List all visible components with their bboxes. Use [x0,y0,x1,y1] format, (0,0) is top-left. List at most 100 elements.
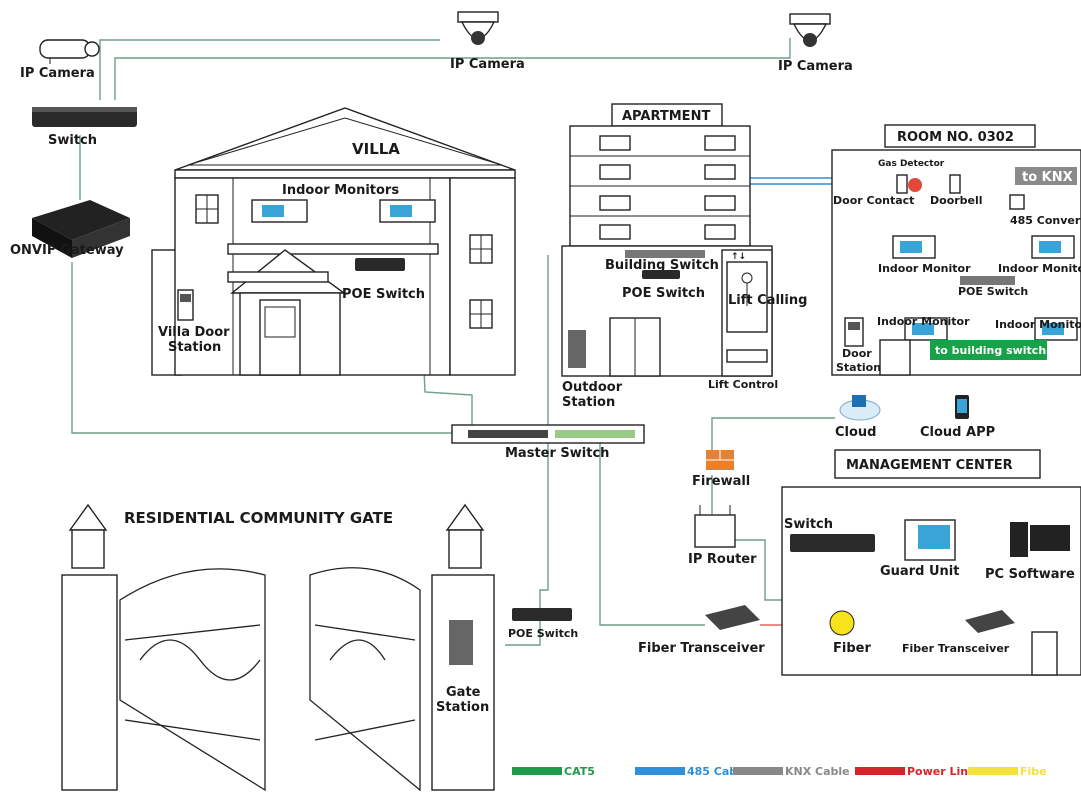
room-door-station-label-1: Door [842,347,872,360]
convertor-icon [1009,194,1025,210]
villa-building: VILLA Indoor Monitors POE Switch Villa D… [151,107,516,376]
villa-title: VILLA [352,140,400,158]
fiber-icon [829,610,855,636]
villa-door-station-label-2: Station [168,340,221,355]
legend-label: KNX Cable [785,765,850,778]
outdoor-station-label-1: Outdoor [562,380,623,395]
poe-switch-icon [512,608,572,621]
legend-label: Fibe [1020,765,1047,778]
lantern-icon [68,503,108,531]
fiber-transceiver-1-label: Fiber Transceiver [638,641,765,656]
master-switch-label: Master Switch [505,446,609,461]
legend-swatch [733,767,783,775]
gate-station-icon [449,620,473,665]
indoor-monitor-a-label: Indoor Monitor [878,262,971,275]
fiber-transceiver-2-label: Fiber Transceiver [902,642,1010,655]
fiber-label: Fiber [833,641,871,656]
network-switch-icon [790,534,875,552]
outdoor-station-label-2: Station [562,395,615,410]
room-title: ROOM NO. 0302 [897,130,1014,145]
firewall-label: Firewall [692,474,750,489]
fiber-transceiver-2-node: Fiber Transceiver [902,610,1015,655]
fiber-transceiver-icon [965,610,1015,633]
legend-swatch [855,767,905,775]
mgmt-door [1031,631,1058,676]
switch-top-label: Switch [48,133,97,148]
gas-detector-label: Gas Detector [878,159,945,169]
legend-swatch [968,767,1018,775]
cloud-label: Cloud [835,425,877,440]
router-icon [694,514,736,548]
ip-camera-2: IP Camera [450,11,525,72]
onvif-gateway-label: ONVIF Gateway [10,243,124,258]
ip-camera-2-label: IP Camera [450,57,525,72]
community-gate: RESIDENTIAL COMMUNITY GATE Gate Station … [61,503,578,792]
room-door-station-label-2: Station [836,361,881,374]
door-contact-label: Door Contact [833,194,914,207]
poe-switch-room-label: POE Switch [958,285,1028,298]
fiber-node: Fiber [829,610,871,656]
indoor-monitor-b-label: Indoor Monito [998,262,1081,275]
apartment-building: APARTMENT Building Switch POE Switch ↑↓ … [561,103,807,410]
indoor-monitor-d-label: Indoor Monito [995,318,1081,331]
to-building-switch-label: to building switch [935,344,1046,357]
gate-pillar-left [61,574,118,791]
room-door [879,339,911,376]
lift-control-icon [726,349,768,363]
gateway-box-icon [32,200,130,240]
cloud-app-label: Cloud APP [920,425,995,440]
gate-pillar-right [431,574,495,791]
building-switch-icon [625,250,705,258]
ip-router-label: IP Router [688,552,757,567]
indoor-monitor-icon [704,164,736,180]
indoor-monitor-icon [599,135,631,151]
to-knx-badge [1015,167,1077,185]
ip-camera-1-label: IP Camera [20,66,95,81]
indoor-monitor-icon [704,195,736,211]
indoor-monitor-icon [599,164,631,180]
fiber-transceiver-1-node: Fiber Transceiver [638,605,765,656]
guard-unit-label: Guard Unit [880,564,959,579]
apartment-title: APARTMENT [622,109,710,124]
fiber-transceiver-icon [705,605,760,630]
gate-title: RESIDENTIAL COMMUNITY GATE [124,509,393,527]
doorbell-icon [949,174,961,194]
outdoor-station-icon [568,330,586,368]
doorbell-label: Doorbell [930,194,983,207]
ip-camera-1: IP Camera [20,39,100,81]
legend-label: Power Line [907,765,976,778]
legend-swatch [512,767,562,775]
poe-switch-icon [960,276,1015,285]
firewall-node: Firewall [692,450,750,489]
svg-text:↑↓: ↑↓ [731,252,746,262]
management-center-title: MANAGEMENT CENTER [846,458,1013,473]
pc-software-label: PC Software [985,567,1075,582]
door-contact-icon [896,174,908,194]
cloud-node: Cloud [835,395,881,440]
convertor-485-label: 485 Convertor [1010,214,1081,227]
to-building-switch-badge [930,340,1047,360]
cloud-app-node: Cloud APP [920,395,995,440]
master-switch: Master Switch [451,424,645,461]
onvif-gateway: ONVIF Gateway [10,200,130,258]
management-center: MANAGEMENT CENTER Switch Guard Unit PC S… [781,449,1081,676]
ip-camera-3-label: IP Camera [778,59,853,74]
indoor-monitor-icon [704,135,736,151]
room-0302: ROOM NO. 0302 Gas Detector Door Contact … [831,124,1081,376]
gate-station-label-1: Gate [446,685,481,700]
indoor-monitor-c-label: Indoor Monitor [877,315,970,328]
poe-switch-gate-label: POE Switch [508,627,578,640]
indoor-monitor-icon [599,195,631,211]
gate-station-label-2: Station [436,700,489,715]
bullet-camera-icon [39,39,91,59]
villa-door-station-label-1: Villa Door [158,325,230,340]
indoor-monitor-icon [704,224,736,240]
indoor-monitor-icon [599,224,631,240]
lift-control-label: Lift Control [708,378,778,391]
pc-monitor-icon [1030,525,1070,551]
ip-camera-3: IP Camera [778,13,853,74]
legend-label: CAT5 [564,765,595,778]
building-switch-label: Building Switch [605,258,719,273]
